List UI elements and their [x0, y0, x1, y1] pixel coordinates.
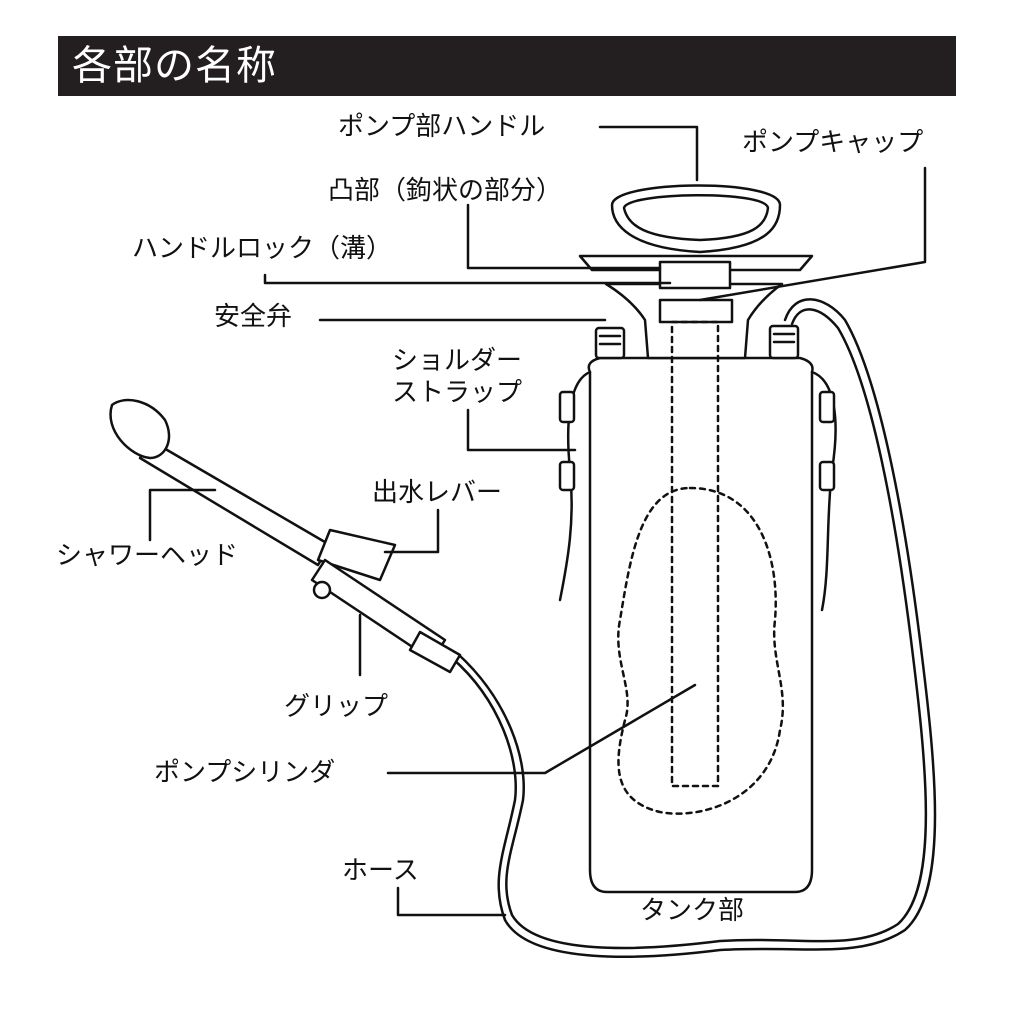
tank-body — [587, 356, 814, 894]
label-hose: ホース — [342, 856, 419, 886]
label-pump-handle: ポンプ部ハンドル — [338, 112, 546, 142]
leader-pump-cylinder — [386, 683, 697, 775]
hose-outline — [450, 298, 937, 959]
label-safety-valve: 安全弁 — [214, 302, 293, 332]
leader-pump-cap — [698, 166, 927, 302]
hose-inner — [456, 308, 928, 950]
label-pump-cylinder: ポンプシリンダ — [154, 758, 336, 788]
label-tank: タンク部 — [640, 896, 745, 926]
leader-hose — [396, 886, 507, 917]
label-pump-cap: ポンプキャップ — [742, 128, 924, 158]
leader-shower-head — [148, 488, 217, 542]
label-water-lever: 出水レバー — [372, 478, 503, 508]
label-shower-head: シャワーヘッド — [56, 541, 239, 571]
title-bar: 各部の名称 — [58, 36, 956, 96]
label-shoulder-strap-2: ストラップ — [392, 378, 523, 408]
label-handle-lock: ハンドルロック（溝） — [132, 234, 393, 264]
lever-block — [316, 528, 397, 582]
leader-water-lever — [383, 508, 440, 554]
inner-bladder — [617, 486, 785, 815]
label-shoulder-strap-1: ショルダー — [392, 346, 523, 376]
leader-convex — [466, 203, 662, 270]
leader-pump-handle — [598, 125, 699, 182]
label-grip: グリップ — [284, 692, 389, 722]
pump-cylinder — [670, 320, 720, 788]
page-title: 各部の名称 — [72, 43, 277, 89]
leader-shoulder-strap — [466, 408, 577, 452]
leader-handle-lock — [263, 273, 672, 285]
label-convex: 凸部（鉤状の部分） — [328, 176, 563, 206]
shower-head-cap — [109, 398, 171, 460]
